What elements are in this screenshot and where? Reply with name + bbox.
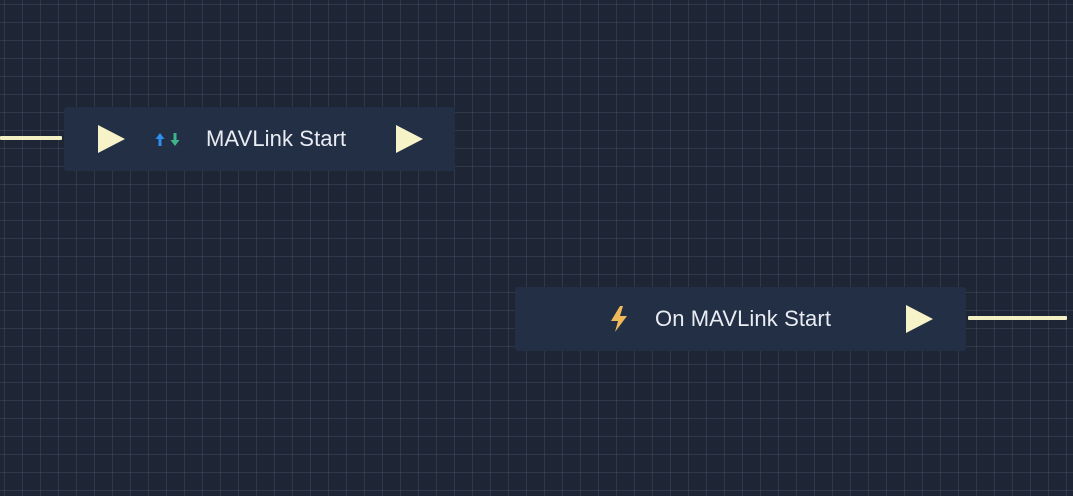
lightning-bolt-icon	[608, 305, 630, 333]
up-down-arrows-icon	[155, 132, 183, 147]
node-title: MAVLink Start	[206, 126, 347, 151]
exec-output-pin[interactable]	[394, 124, 424, 154]
node-title: On MAVLink Start	[655, 306, 832, 331]
exec-input-pin[interactable]	[96, 124, 126, 154]
play-triangle-icon	[396, 125, 423, 153]
mavlink-start-node[interactable]: MAVLink Start	[64, 107, 455, 171]
exec-output-pin[interactable]	[904, 304, 934, 334]
on-mavlink-start-node[interactable]: On MAVLink Start	[515, 287, 966, 351]
play-triangle-icon	[98, 125, 125, 153]
play-triangle-icon	[906, 305, 933, 333]
exec-wire-out[interactable]	[968, 316, 1067, 320]
exec-wire-in[interactable]	[0, 136, 62, 140]
